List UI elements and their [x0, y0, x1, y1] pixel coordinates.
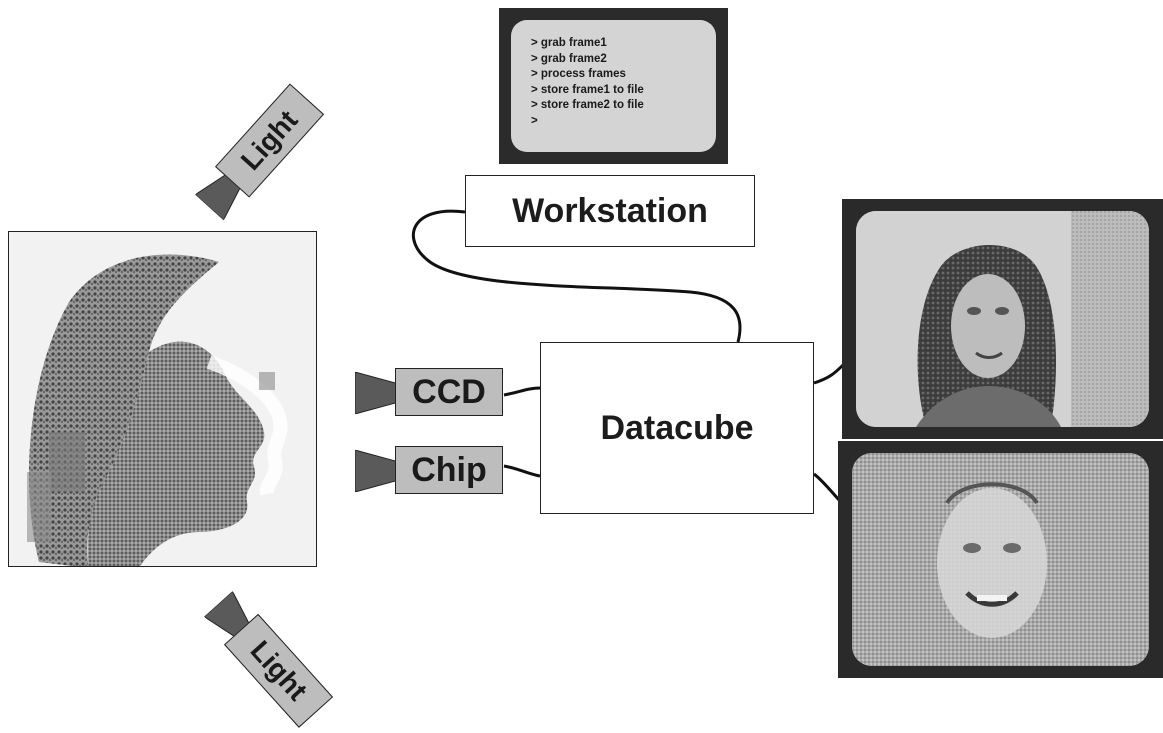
output-monitor-bottom — [838, 441, 1163, 678]
face-image-chip — [852, 453, 1149, 666]
terminal-line: > store frame2 to file — [531, 99, 644, 111]
camera-lens-icon — [355, 450, 399, 492]
chip-camera: Chip — [355, 446, 525, 496]
terminal-line: > process frames — [531, 68, 626, 80]
ccd-camera: CCD — [355, 368, 525, 418]
terminal-line: > grab frame2 — [531, 52, 607, 65]
light-top: Light — [192, 81, 330, 226]
datacube-label: Datacube — [600, 408, 754, 447]
face-image-ccd — [856, 211, 1149, 427]
subject-profile-image — [9, 232, 316, 566]
terminal-display: > grab frame1 > grab frame2 > process fr… — [499, 8, 728, 164]
workstation-box: Workstation — [465, 175, 755, 247]
datacube-box: Datacube — [540, 342, 814, 514]
terminal-line: > grab frame1 — [531, 37, 607, 49]
ccd-cable — [503, 386, 541, 397]
subject-photo — [8, 231, 317, 567]
workstation-label: Workstation — [512, 191, 708, 230]
terminal-screen: > grab frame1 > grab frame2 > process fr… — [511, 20, 716, 152]
terminal-line: > — [531, 114, 538, 127]
light-bottom: Light — [198, 589, 336, 733]
terminal-line: > store frame1 to file — [531, 83, 644, 96]
chip-cable — [503, 464, 541, 478]
monitor-screen-top — [856, 211, 1149, 427]
chip-label: Chip — [395, 446, 503, 494]
monitor-screen-bottom — [852, 453, 1149, 666]
monitor-bottom-cable — [813, 472, 841, 502]
ccd-label: CCD — [395, 368, 503, 416]
output-monitor-top — [842, 199, 1163, 439]
monitor-top-cable — [813, 363, 845, 385]
camera-lens-icon — [355, 372, 399, 414]
workstation-cable — [412, 209, 742, 343]
